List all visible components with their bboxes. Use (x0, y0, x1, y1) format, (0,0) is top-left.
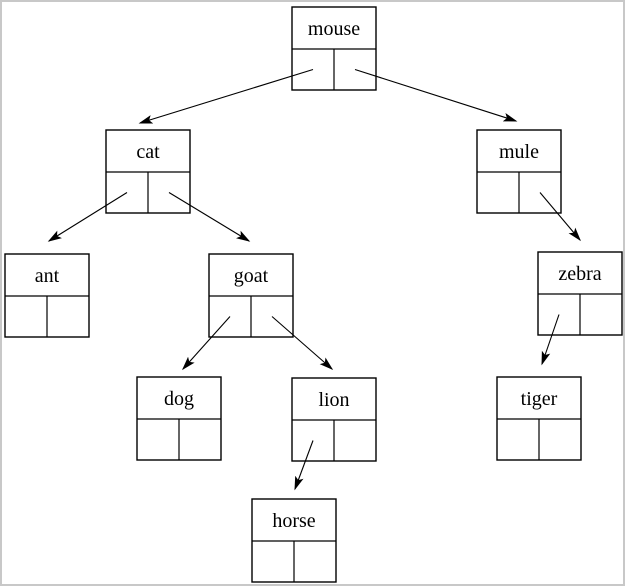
pointer-arrow-mule-zebra (539, 192, 581, 242)
pointer-arrow-zebra-tiger (541, 314, 560, 366)
tree-node-lion: lion (291, 377, 377, 462)
node-label: mule (499, 141, 539, 163)
pointer-arrow-cat-goat (168, 192, 251, 242)
tree-node-cat: cat (105, 129, 191, 214)
tree-node-zebra: zebra (537, 251, 623, 336)
pointer-arrow-mouse-cat (138, 68, 314, 124)
tree-node-dog: dog (136, 376, 222, 461)
node-label: goat (234, 265, 269, 287)
node-label: horse (272, 510, 315, 532)
node-label: mouse (308, 18, 360, 40)
edges-layer (47, 68, 581, 491)
tree-node-mouse: mouse (291, 6, 377, 91)
pointer-arrow-goat-dog (181, 316, 231, 371)
node-label: cat (136, 141, 160, 163)
pointer-arrow-mouse-mule (354, 68, 518, 122)
node-label: lion (318, 389, 349, 411)
pointer-arrow-goat-lion (271, 316, 334, 370)
tree-node-horse: horse (251, 498, 337, 583)
nodes-layer: mouse cat mule ant goat zebra dog lion tiger hors… (4, 6, 623, 583)
pointer-arrow-cat-ant (47, 192, 128, 242)
node-label: zebra (558, 263, 601, 285)
node-label: ant (35, 265, 60, 287)
pointer-arrow-lion-horse (294, 440, 314, 491)
node-label: dog (164, 388, 194, 410)
tree-node-ant: ant (4, 253, 90, 338)
tree-node-mule: mule (476, 129, 562, 214)
tree-node-tiger: tiger (496, 376, 582, 461)
node-label: tiger (521, 388, 558, 410)
